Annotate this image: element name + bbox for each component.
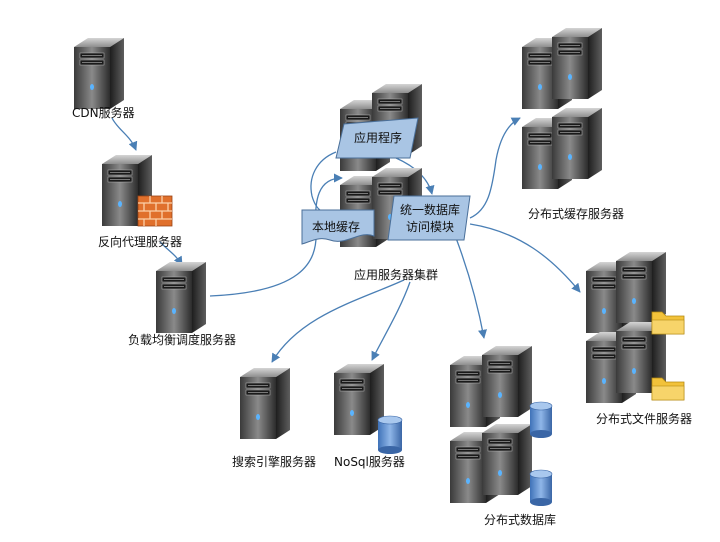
app-cluster-label: 应用服务器集群 xyxy=(354,267,438,282)
edge-cluster-to-dist-db xyxy=(455,237,487,339)
database-cylinder-icon xyxy=(377,415,403,454)
search-engine-server: 搜索引擎服务器 xyxy=(232,367,316,469)
server-icon xyxy=(551,107,603,180)
server-icon xyxy=(239,367,291,440)
edge-cluster-to-dist-cache xyxy=(469,117,521,219)
edge-cluster-to-nosql xyxy=(371,281,411,361)
nosql-label: NoSql服务器 xyxy=(334,454,405,469)
app-program-label: 应用程序 xyxy=(354,130,402,145)
data-access-label-1: 统一数据库 xyxy=(400,202,460,217)
search-label: 搜索引擎服务器 xyxy=(232,454,316,469)
dist-file-label: 分布式文件服务器 xyxy=(596,411,692,426)
nosql-server: NoSql服务器 xyxy=(333,363,405,469)
edge-cluster-to-search xyxy=(271,279,405,363)
local-cache-label: 本地缓存 xyxy=(312,220,360,234)
data-access-label-2: 访问模块 xyxy=(406,220,454,234)
server-icon xyxy=(551,27,603,100)
database-cylinder-icon xyxy=(529,469,553,506)
load-balancer-server: 负载均衡调度服务器 xyxy=(128,261,236,347)
cdn-server: CDN服务器 xyxy=(72,37,135,120)
dist-db-label: 分布式数据库 xyxy=(484,512,556,527)
server-icon xyxy=(73,37,125,110)
dist-cache-label: 分布式缓存服务器 xyxy=(528,206,624,221)
distributed-file-servers: 分布式文件服务器 xyxy=(585,251,692,426)
folder-icon xyxy=(651,311,685,335)
app-server-cluster: 应用程序 本地缓存 统一数据库 访问模块 应用服务器集群 xyxy=(301,83,471,282)
reverse-proxy-server: 反向代理服务器 xyxy=(98,154,182,249)
cdn-label: CDN服务器 xyxy=(72,105,135,120)
distributed-cache-servers: 分布式缓存服务器 xyxy=(521,27,624,221)
server-icon xyxy=(481,345,533,418)
folder-icon xyxy=(651,377,685,401)
firewall-icon xyxy=(137,195,173,227)
database-cylinder-icon xyxy=(529,401,553,438)
distributed-database-servers: 分布式数据库 xyxy=(449,345,556,527)
data-access-module-box: 统一数据库 访问模块 xyxy=(387,195,471,241)
server-icon xyxy=(155,261,207,334)
server-icon xyxy=(333,363,385,436)
edge-cdn-to-proxy xyxy=(111,117,138,151)
server-icon xyxy=(481,423,533,496)
edge-cluster-to-dist-file xyxy=(469,223,581,293)
local-cache-box: 本地缓存 xyxy=(301,209,375,245)
app-program-box: 应用程序 xyxy=(335,117,419,159)
lb-label: 负载均衡调度服务器 xyxy=(128,332,236,347)
proxy-label: 反向代理服务器 xyxy=(98,234,182,249)
